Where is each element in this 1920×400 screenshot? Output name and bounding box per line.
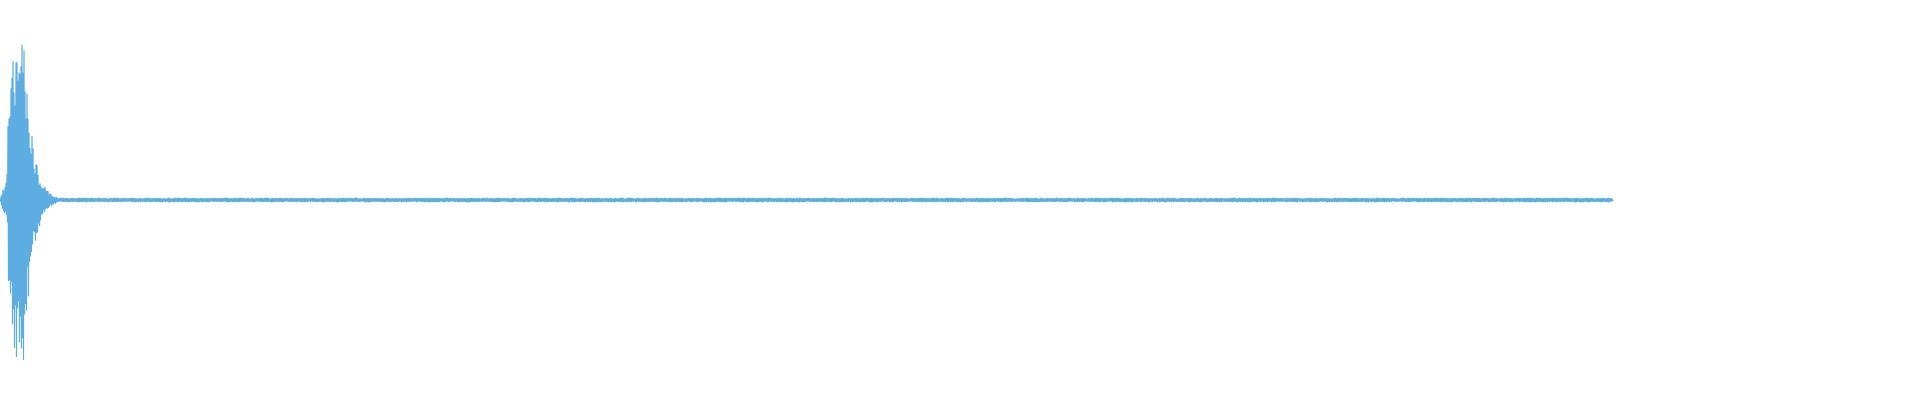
waveform-signal: [0, 44, 1614, 360]
